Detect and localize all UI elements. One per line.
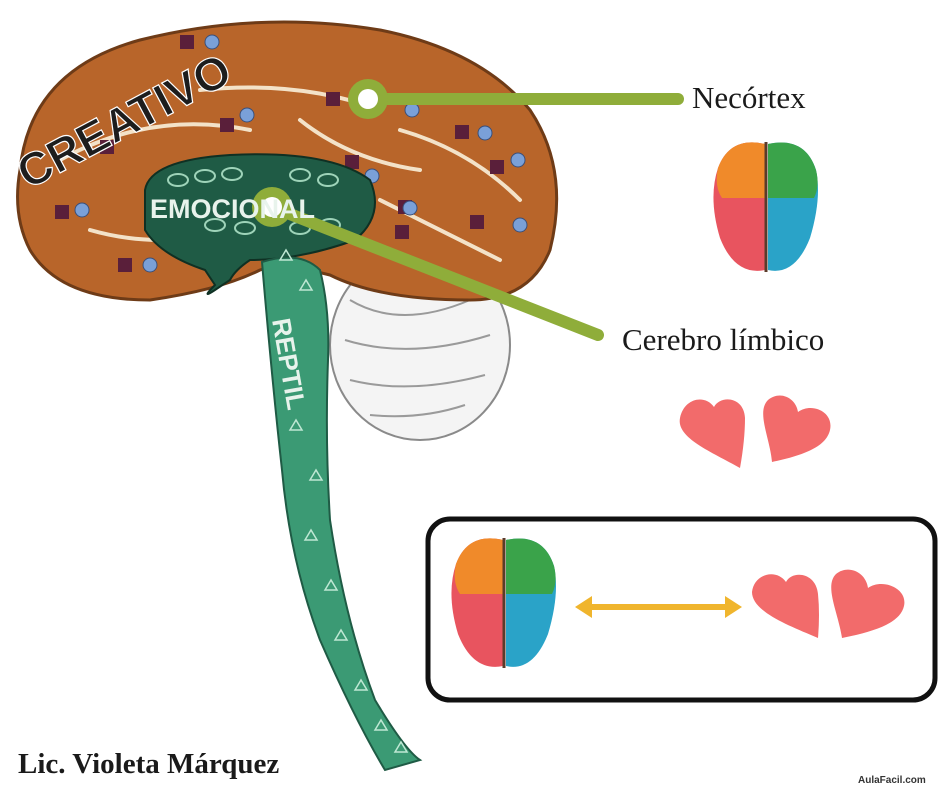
neocortex-label: Necórtex xyxy=(692,80,806,115)
box-hearts-icon xyxy=(752,569,905,638)
limbic-connector xyxy=(252,187,604,341)
double-arrow-icon xyxy=(575,596,742,618)
limbic-region xyxy=(144,153,376,295)
relationship-box xyxy=(425,516,938,703)
box-brain-icon xyxy=(451,538,556,668)
emotional-region-label: EMOCIONAL xyxy=(150,194,315,224)
reptilian-region xyxy=(260,248,423,772)
neocortex-brain-icon xyxy=(713,142,818,272)
neocortex-connector xyxy=(348,79,684,119)
author-name: Lic. Violeta Márquez xyxy=(18,748,280,780)
watermark: AulaFacil.com xyxy=(858,775,926,786)
limbic-label: Cerebro límbico xyxy=(622,322,825,357)
limbic-hearts-icon xyxy=(679,395,831,468)
